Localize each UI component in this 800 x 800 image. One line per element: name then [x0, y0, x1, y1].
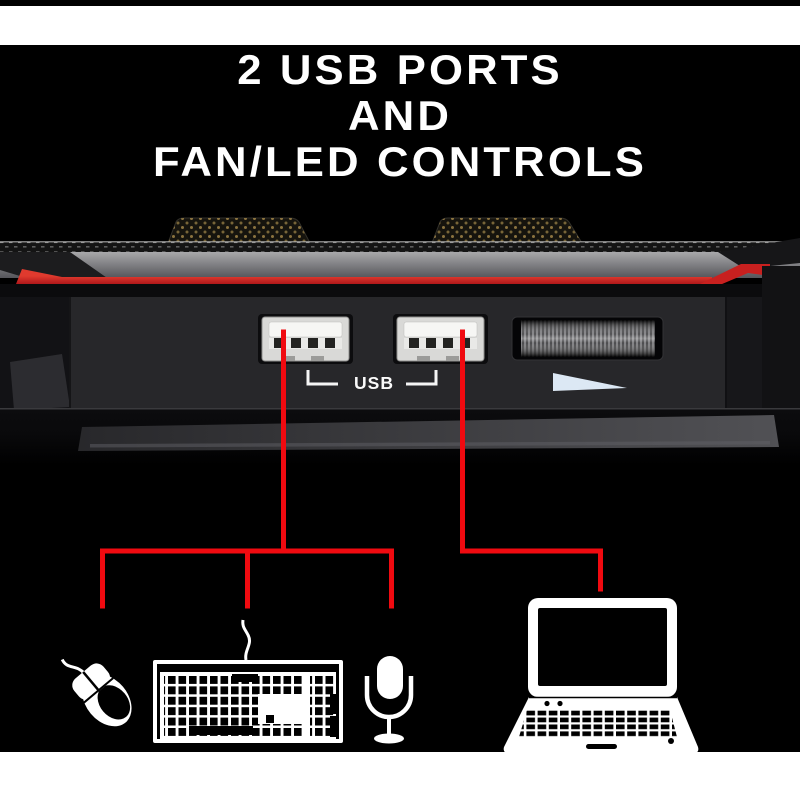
title-line-1: 2 USB PORTS [237, 46, 563, 93]
mouse-icon [60, 658, 132, 727]
usb-bracket-right [406, 370, 438, 386]
usb-label-group: USB [306, 370, 438, 393]
title-line-2: AND [348, 92, 452, 139]
connector-right-tree [460, 329, 603, 592]
microphone-icon [364, 656, 414, 744]
page-title: 2 USB PORTS AND FAN/LED CONTROLS [0, 47, 800, 185]
device-foot-right [431, 217, 583, 244]
fan-led-control-wheel [511, 316, 664, 361]
device-corner-right [718, 238, 800, 266]
fan-speed-triangle-icon [553, 373, 627, 391]
top-border-strip [0, 0, 800, 6]
keyboard-icon [153, 619, 343, 743]
title-line-3: FAN/LED CONTROLS [153, 138, 647, 185]
connector-left-tree [100, 329, 394, 609]
device-foot-left [167, 217, 311, 244]
laptop-icon [503, 598, 699, 754]
usb-label: USB [354, 373, 394, 393]
device-mesh-edge [0, 242, 800, 252]
usb-bracket-left [306, 370, 338, 386]
device-base [0, 408, 800, 465]
usb-port-left [258, 314, 353, 364]
device-top-surface [0, 252, 800, 278]
device-photo: USB [0, 217, 800, 465]
usb-port-right [393, 314, 488, 364]
connector-lines [100, 329, 603, 609]
